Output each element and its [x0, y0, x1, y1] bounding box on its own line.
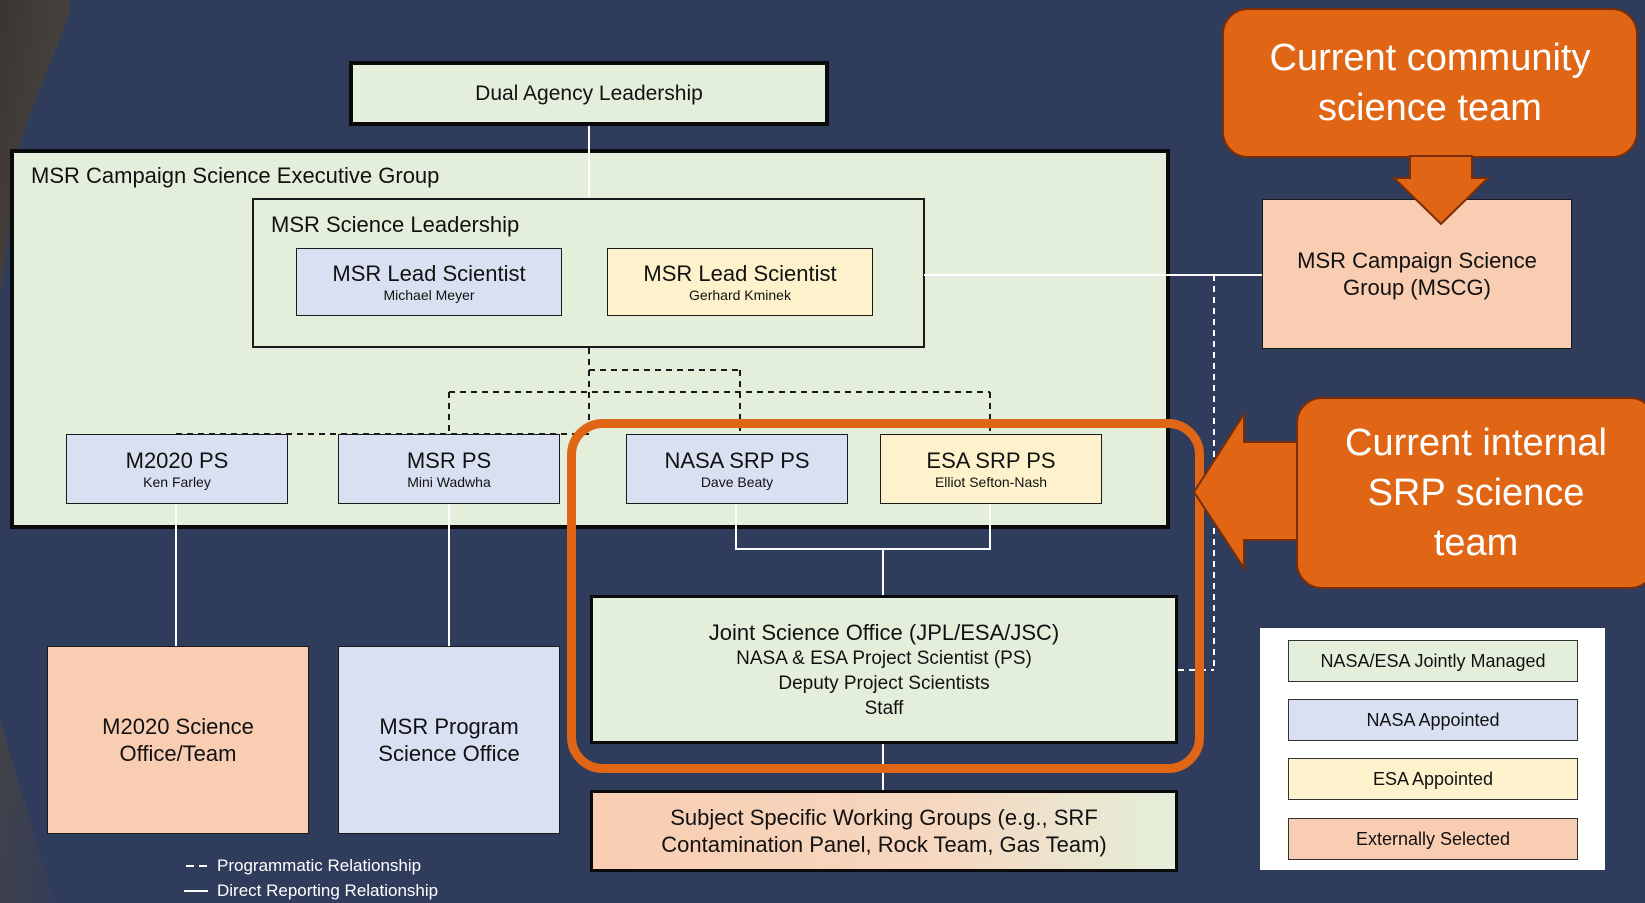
msr-ps-name: Mini Wadwha [407, 474, 491, 490]
nasa-srp-ps-box: NASA SRP PS Dave Beaty [626, 434, 848, 504]
lead-scientist-nasa-box: MSR Lead Scientist Michael Meyer [296, 248, 562, 316]
joint-science-office-line4: Staff [864, 697, 904, 719]
lead-scientist-esa-title: MSR Lead Scientist [643, 261, 837, 286]
nasa-srp-ps-name: Dave Beaty [700, 474, 774, 490]
esa-srp-ps-name: Elliot Sefton-Nash [934, 474, 1048, 490]
legend-nasa-appointed: NASA Appointed [1288, 699, 1578, 741]
internal-srp-callout: Current internal SRP science team [1296, 397, 1645, 589]
legend-externally-selected: Externally Selected [1288, 818, 1578, 860]
esa-srp-ps-box: ESA SRP PS Elliot Sefton-Nash [880, 434, 1102, 504]
msr-program-science-office-box: MSR Program Science Office [338, 646, 560, 834]
dual-agency-leadership-label: Dual Agency Leadership [475, 81, 703, 105]
msr-program-science-office-line2: Science Office [378, 741, 520, 766]
internal-callout-line2: SRP science [1367, 472, 1585, 514]
m2020-ps-title: M2020 PS [125, 448, 229, 473]
left-arrow-icon [1192, 410, 1301, 572]
science-leadership-label: MSR Science Leadership [271, 212, 520, 237]
m2020-ps-name: Ken Farley [143, 474, 211, 490]
msr-program-science-office-line1: MSR Program [379, 714, 519, 739]
mscg-line1: MSR Campaign Science [1297, 248, 1537, 273]
executive-group-label: MSR Campaign Science Executive Group [31, 163, 440, 188]
legend-jointly-managed: NASA/ESA Jointly Managed [1288, 640, 1578, 682]
internal-callout-line3: team [1433, 522, 1519, 564]
working-groups-line2: Contamination Panel, Rock Team, Gas Team… [661, 832, 1107, 857]
joint-science-office-line3: Deputy Project Scientists [778, 672, 990, 694]
dual-agency-leadership-box: Dual Agency Leadership [349, 61, 829, 126]
internal-callout-line1: Current internal [1345, 422, 1607, 464]
working-groups-box: Subject Specific Working Groups (e.g., S… [590, 790, 1178, 872]
nasa-srp-ps-title: NASA SRP PS [664, 448, 810, 473]
joint-science-office-line2: NASA & ESA Project Scientist (PS) [736, 647, 1032, 669]
direct-reporting-relationship-label: Direct Reporting Relationship [217, 881, 439, 900]
mscg-box: MSR Campaign Science Group (MSCG) [1262, 199, 1572, 349]
down-arrow-icon [1391, 155, 1491, 226]
msr-ps-title: MSR PS [406, 448, 492, 473]
msr-ps-box: MSR PS Mini Wadwha [338, 434, 560, 504]
community-callout-line2: science team [1318, 87, 1542, 129]
esa-srp-ps-title: ESA SRP PS [926, 448, 1056, 473]
m2020-science-office-line1: M2020 Science [102, 714, 254, 739]
m2020-science-office-line2: Office/Team [119, 741, 237, 766]
m2020-ps-box: M2020 PS Ken Farley [66, 434, 288, 504]
programmatic-relationship-label: Programmatic Relationship [217, 856, 422, 875]
mscg-line2: Group (MSCG) [1343, 275, 1491, 300]
internal-srp-highlight-frame [567, 419, 1204, 773]
lead-scientist-esa-name: Gerhard Kminek [689, 287, 791, 303]
lead-scientist-nasa-title: MSR Lead Scientist [332, 261, 526, 286]
legend-esa-appointed: ESA Appointed [1288, 758, 1578, 800]
joint-science-office-title: Joint Science Office (JPL/ESA/JSC) [708, 619, 1060, 645]
lead-scientist-nasa-name: Michael Meyer [383, 287, 475, 303]
m2020-science-office-box: M2020 Science Office/Team [47, 646, 309, 834]
working-groups-line1: Subject Specific Working Groups (e.g., S… [670, 805, 1098, 830]
joint-science-office-box: Joint Science Office (JPL/ESA/JSC) NASA … [590, 595, 1178, 744]
community-callout-line1: Current community [1269, 37, 1591, 79]
lead-scientist-esa-box: MSR Lead Scientist Gerhard Kminek [607, 248, 873, 316]
